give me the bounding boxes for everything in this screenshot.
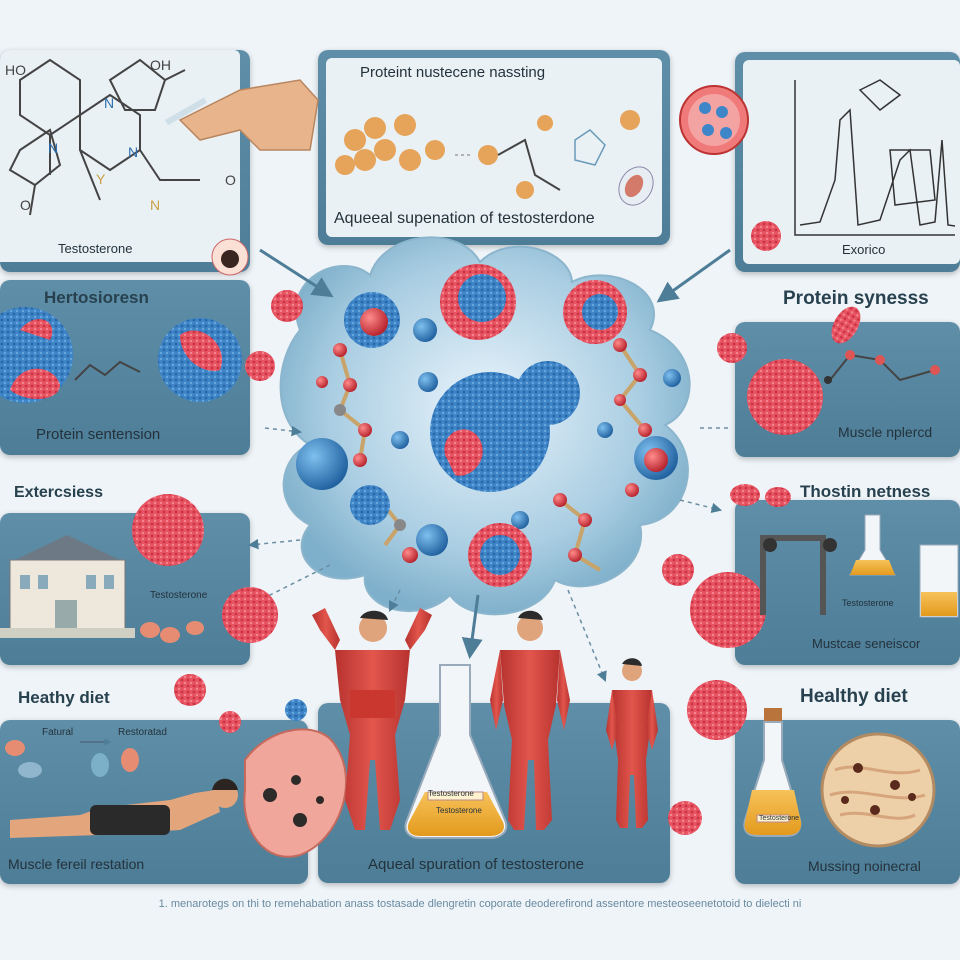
- extercsiess-heading: Extercsiess: [14, 484, 103, 501]
- muscle-tissue-slice: [243, 728, 348, 858]
- thostin-netness-label: Testosterone: [842, 598, 894, 608]
- extercsiess-label: Testosterone: [150, 590, 208, 601]
- svg-text:O: O: [20, 197, 31, 213]
- protein-nesting-title: Proteint nustecene nassting: [360, 64, 546, 81]
- healthy-diet-heading: Healthy diet: [800, 686, 908, 707]
- petri-dish: [820, 732, 936, 848]
- protein-sentension-caption: Protein sentension: [36, 426, 161, 443]
- resting-person: [5, 738, 238, 838]
- exorico-caption: Exorico: [842, 242, 886, 257]
- amino-chain-diagram: [335, 110, 654, 206]
- flask-label-bottom: Testosterone: [436, 806, 482, 815]
- muscle-figure-medium: [490, 610, 570, 830]
- muscle-figure-small: [606, 658, 658, 828]
- testosterone-caption: Testosterone: [58, 241, 133, 256]
- protein-blobs-left: [0, 307, 242, 403]
- heathy-diet-heading: Heathy diet: [18, 688, 110, 707]
- floating-spheres: [132, 221, 781, 835]
- protein-synesss-heading: Protein synesss: [783, 288, 929, 309]
- cell-cross-section-icon: [679, 85, 749, 155]
- structure-atom-labels: N N N Y N OH HO O O: [5, 57, 236, 213]
- footer-note: 1. menarotegs on thi to remehabation ana…: [158, 898, 802, 910]
- aqueeal-suspension-caption: Aqueeal supenation of testosterdone: [334, 210, 595, 227]
- mustcae-seneiscor-caption: Mustcae seneiscor: [812, 636, 921, 651]
- muscle-restation-caption: Muscle fereil restation: [8, 856, 145, 872]
- cell-nucleus-icon: [221, 250, 239, 268]
- tube-label: Testosterone: [759, 815, 800, 822]
- hand-pipette: [165, 79, 319, 151]
- panel-testosterone-structure: [0, 50, 250, 272]
- central-protein-cluster: [296, 264, 678, 587]
- svg-text:N: N: [48, 140, 58, 156]
- aqueal-spuration-caption: Aqueal spuration of testosterone: [368, 856, 584, 873]
- exorico-chart: [794, 79, 956, 236]
- svg-text:N: N: [150, 197, 160, 213]
- flow-arrows: [259, 248, 731, 660]
- svg-text:N: N: [128, 144, 138, 160]
- thostin-netness-heading: Thostin netness: [800, 482, 931, 501]
- gym-and-beakers: [730, 484, 959, 618]
- building-illustration: [0, 535, 204, 643]
- test-tube-flask: [743, 708, 802, 837]
- muscle-nplercd-caption: Muscle nplercd: [838, 424, 933, 440]
- hertosioresn-heading: Hertosioresn: [44, 288, 149, 307]
- flask-label-top: Testosterone: [428, 789, 474, 798]
- muscle-figure-large: [312, 608, 432, 830]
- svg-text:HO: HO: [5, 62, 26, 78]
- erlenmeyer-flask: [404, 664, 508, 839]
- fatural-label: Fatural: [42, 727, 74, 738]
- testosterone-structure-diagram: [8, 58, 200, 216]
- restoratad-label: Restoratad: [118, 727, 167, 738]
- svg-text:OH: OH: [150, 57, 171, 73]
- dashed-arrows: [247, 425, 730, 682]
- mussing-noinecral-caption: Mussing noinecral: [808, 858, 921, 874]
- muscle-sphere-synthesis: [747, 306, 940, 435]
- svg-text:Y: Y: [96, 171, 106, 187]
- svg-text:N: N: [104, 95, 114, 111]
- svg-text:O: O: [225, 172, 236, 188]
